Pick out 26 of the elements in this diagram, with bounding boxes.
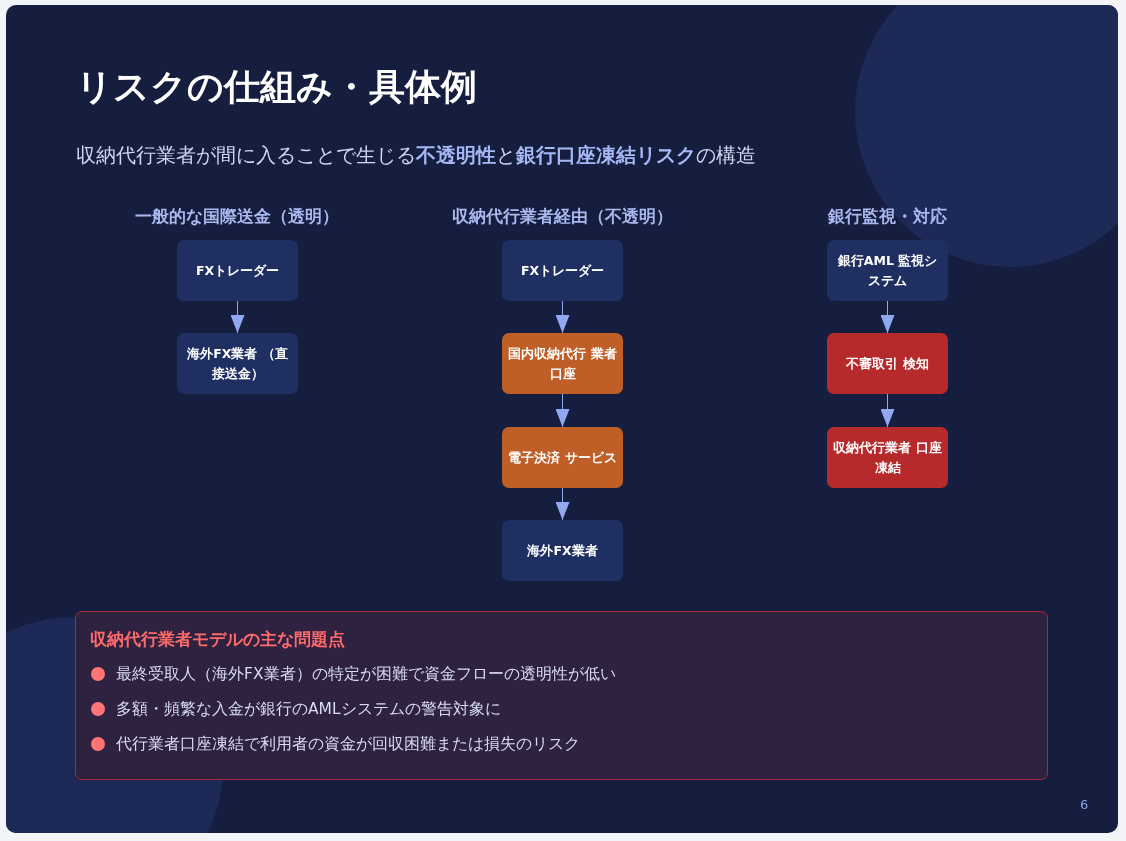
process-box: 国内収納代行 業者口座	[502, 333, 623, 394]
column-heading: 収納代行業者経由（不透明）	[450, 205, 674, 228]
flow-arrow	[555, 300, 570, 334]
process-box: 銀行AML 監視システム	[827, 240, 948, 301]
problem-panel	[75, 611, 1048, 780]
column-heading: 銀行監視・対応	[826, 205, 948, 228]
flow-arrow	[880, 393, 895, 428]
slide-title: リスクの仕組み・具体例	[76, 65, 477, 109]
page-number: 6	[1080, 797, 1089, 812]
flow-arrow	[555, 393, 570, 428]
column-heading: 一般的な国際送金（透明）	[134, 205, 340, 228]
panel-heading: 収納代行業者モデルの主な問題点	[90, 628, 345, 651]
bullet-text: 多額・頻繁な入金が銀行のAMLシステムの警告対象に	[116, 699, 501, 720]
process-box: 電子決済 サービス	[502, 427, 623, 488]
process-box: 不審取引 検知	[827, 333, 948, 394]
flow-arrow	[880, 300, 895, 334]
subtitle: 収納代行業者が間に入ることで生じる不透明性と銀行口座凍結リスクの構造	[76, 142, 756, 169]
process-box: 収納代行業者 口座凍結	[827, 427, 948, 488]
process-box: FXトレーダー	[177, 240, 298, 301]
process-box: FXトレーダー	[502, 240, 623, 301]
flow-arrow	[230, 300, 245, 334]
bullet-text: 最終受取人（海外FX業者）の特定が困難で資金フローの透明性が低い	[116, 664, 616, 685]
process-box: 海外FX業者	[502, 520, 623, 581]
flow-arrow	[555, 487, 570, 521]
bullet-text: 代行業者口座凍結で利用者の資金が回収困難または損失のリスク	[116, 734, 580, 755]
process-box: 海外FX業者 （直接送金）	[177, 333, 298, 394]
